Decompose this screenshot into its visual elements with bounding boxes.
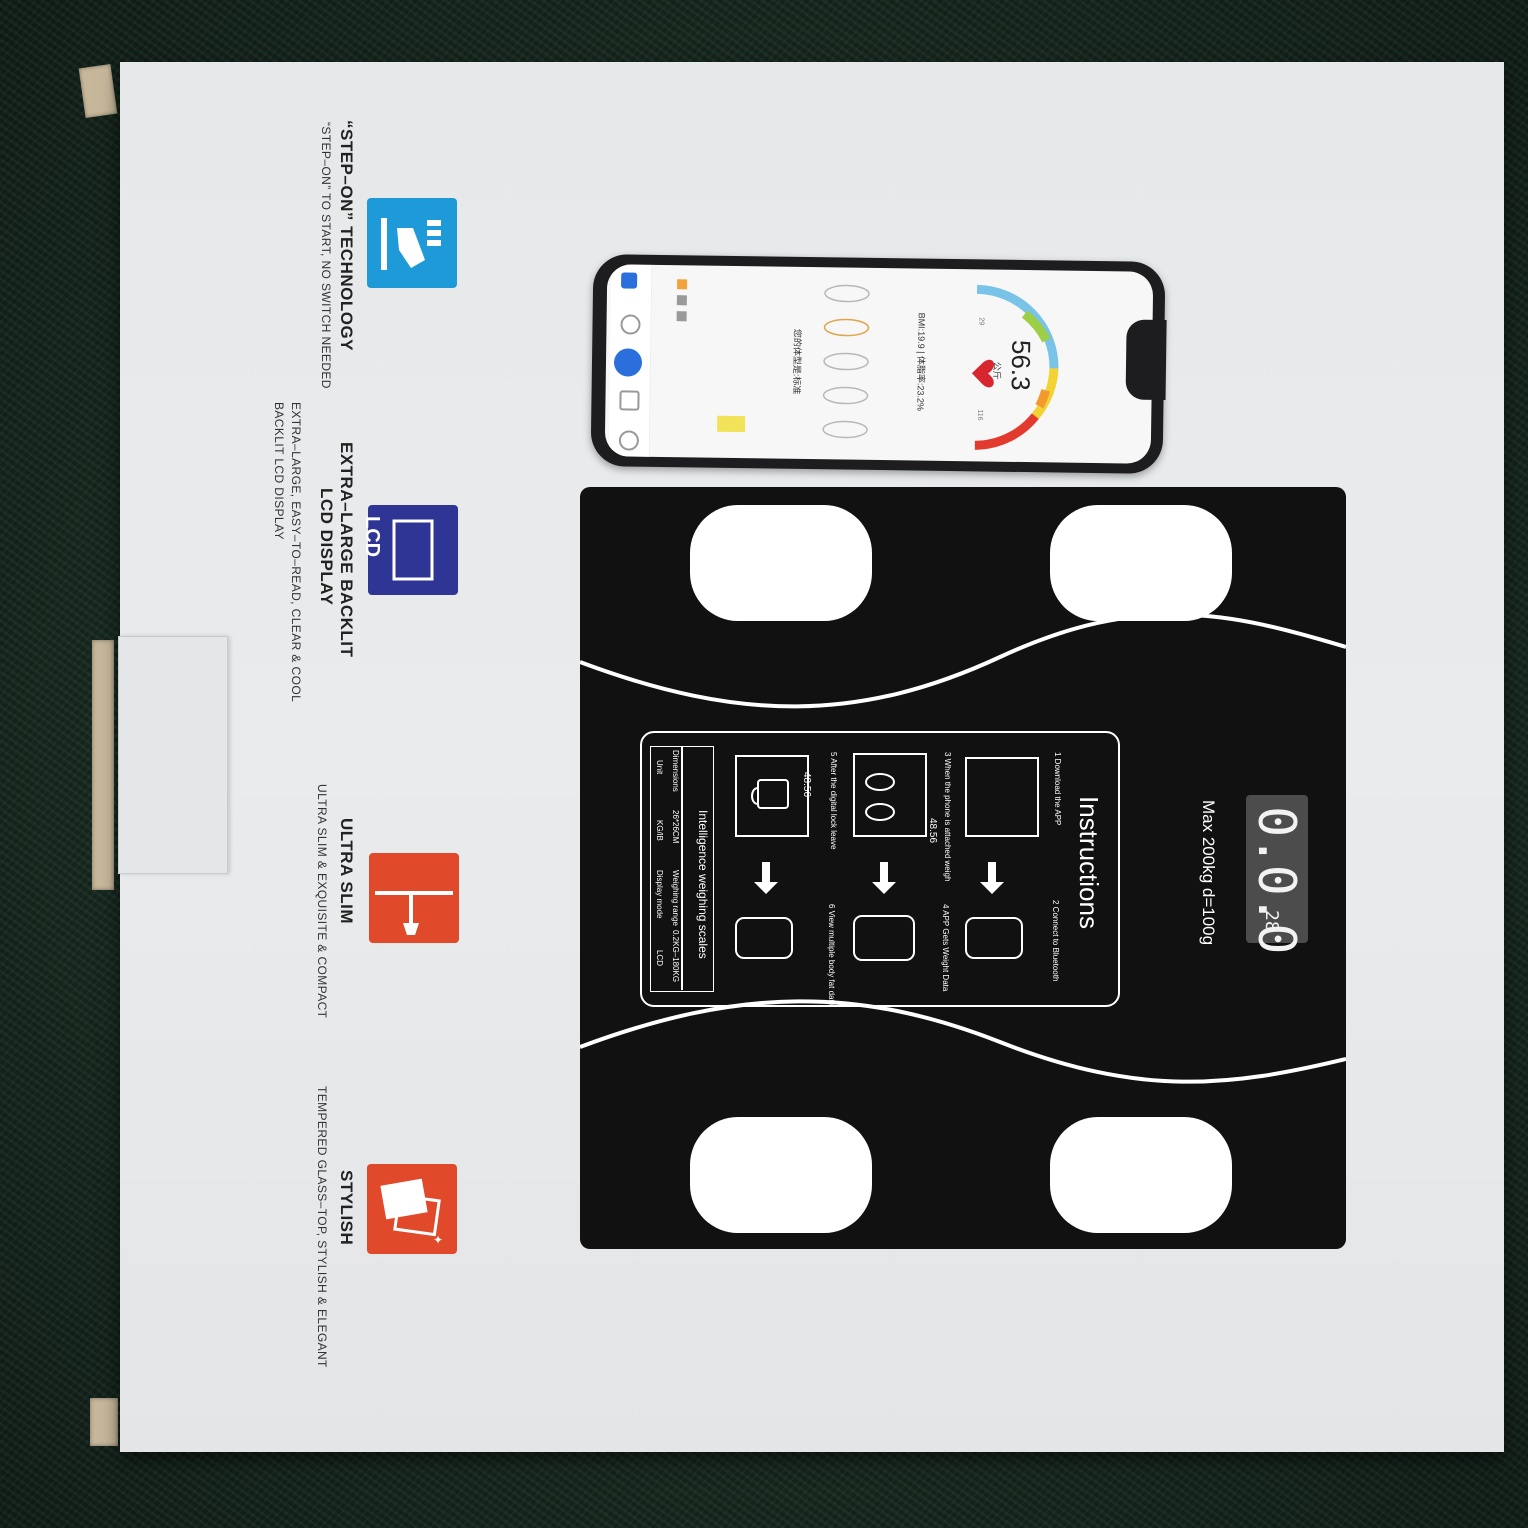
- instruction-panel: [640, 731, 1120, 1007]
- spec-cell: Weighing range: [671, 870, 680, 926]
- feature-title: EXTRA–LARGE BACKLIT: [337, 442, 356, 658]
- electrode-pad-top-right: [1050, 505, 1232, 621]
- scale-lcd-display: [1246, 795, 1308, 943]
- menu-dot: [677, 279, 688, 290]
- menu-dot: [676, 295, 687, 306]
- scale-wave-lines: [580, 612, 1346, 1084]
- weight-gauge: [971, 284, 1059, 450]
- app-nav-bar: [608, 264, 653, 457]
- report-icon: [619, 390, 640, 411]
- feature-lcd-title2-block: LCD DISPLAY: [316, 488, 336, 605]
- lock-icon: [757, 779, 789, 809]
- smartphone: 您的体型是:标准 56.3 公斤 BMI:19.9 | 体脂率:23.2% 29…: [590, 254, 1167, 474]
- spec-cell: LCD: [655, 950, 664, 967]
- scale-capacity: Max 200kg d=100g: [1199, 800, 1218, 946]
- lcd-icon-label: LCD: [361, 516, 383, 558]
- home-icon: [621, 272, 638, 289]
- electrode-pad-bottom-left: [690, 1117, 872, 1233]
- foot-icon: [865, 773, 895, 791]
- app-screen: 您的体型是:标准 56.3 公斤 BMI:19.9 | 体脂率:23.2% 29…: [604, 264, 1154, 464]
- feature-lcd-desc-block: EXTRA–LARGE, EASY–TO–READ, CLEAR & COOL: [288, 402, 304, 702]
- spec-cell: Unit: [655, 760, 664, 775]
- menu-dot: [676, 311, 687, 322]
- profile-icon: [620, 314, 641, 335]
- feature-desc: TEMPERED GLASS–TOP, STYLISH & ELEGANT: [315, 1086, 329, 1368]
- scale-top-view: [580, 487, 1346, 1249]
- step-on-icon: [367, 198, 457, 288]
- spec-cell: 26*26CM: [671, 810, 680, 844]
- spec-cell: KG/lB: [655, 820, 664, 841]
- feature-title: STYLISH: [337, 1170, 356, 1246]
- app-menu-list: [676, 279, 691, 349]
- weight-unit: 公斤: [991, 361, 1003, 380]
- box-flap: [118, 636, 228, 874]
- spec-cell: 0.2KG–180KG: [671, 930, 680, 983]
- feature-slim-desc-block: ULTRA SLIM & EXQUISITE & COMPACT: [314, 784, 330, 1018]
- feature-stylish-title-block: STYLISH: [336, 1170, 356, 1245]
- spec-cell: Display mode: [655, 870, 664, 919]
- tape-middle-left: [92, 640, 114, 890]
- gauge-min-label: 29: [977, 317, 985, 326]
- feature-desc: EXTRA–LARGE, EASY–TO–READ, CLEAR & COOL: [289, 402, 303, 703]
- feature-title: ULTRA SLIM: [337, 818, 356, 925]
- tape-bottom-left: [90, 1398, 118, 1446]
- weight-readout: 56.3: [1005, 339, 1037, 391]
- feature-slim-title-block: ULTRA SLIM: [336, 818, 356, 924]
- instructions-title: Instructions: [1074, 796, 1104, 929]
- bmi-line: BMI:19.9 | 体脂率:23.2%: [915, 312, 927, 412]
- slim-icon: [369, 853, 459, 943]
- phone-notch: [1125, 319, 1167, 401]
- lcd-small-reading: 28: [1261, 910, 1282, 932]
- feature-lcd-title-block: EXTRA–LARGE BACKLIT: [336, 442, 356, 657]
- foot-icon: [865, 803, 895, 821]
- feature-desc: “STEP–ON” TO START, NO SWITCH NEEDED: [319, 122, 333, 389]
- stylish-icon: ✦: [367, 1164, 457, 1254]
- step-readout: 48.56: [927, 818, 938, 844]
- electrode-pad-top-left: [690, 505, 872, 621]
- step-2: 2 Connect to Bluetooth: [1051, 900, 1060, 982]
- me-icon: [618, 430, 640, 451]
- feature-step-on-desc-block: “STEP–ON” TO START, NO SWITCH NEEDED: [318, 122, 334, 389]
- lock-readout: 48.56: [801, 772, 812, 798]
- body-type-figures: [822, 284, 870, 439]
- feature-step-on-title-block: “STEP–ON” TECHNOLOGY: [336, 120, 356, 351]
- spec-table-title: Intelligence weighing scales: [696, 810, 710, 959]
- feature-lcd-desc2-block: BACKLIT LCD DISPLAY: [271, 402, 287, 540]
- feature-desc-line2: BACKLIT LCD DISPLAY: [272, 402, 286, 540]
- step-1: 1 Download the APP: [1053, 752, 1062, 826]
- feature-desc: ULTRA SLIM & EXQUISITE & COMPACT: [315, 784, 329, 1019]
- gauge-max-label: 116: [976, 409, 984, 421]
- feature-stylish-desc-block: TEMPERED GLASS–TOP, STYLISH & ELEGANT: [314, 1086, 330, 1368]
- lcd-icon: [368, 505, 458, 595]
- body-type-label: 您的体型是:标准: [791, 328, 803, 395]
- status-tag: [717, 415, 746, 433]
- svg-text:✦: ✦: [433, 1233, 443, 1247]
- instruction-illustrations: [735, 753, 1039, 961]
- spec-table-divider: [681, 746, 683, 990]
- tape-top-left: [78, 64, 118, 118]
- feature-title-line2: LCD DISPLAY: [317, 488, 336, 606]
- electrode-pad-bottom-right: [1050, 1117, 1232, 1233]
- feature-title: “STEP–ON” TECHNOLOGY: [337, 120, 356, 352]
- weigh-button-icon: [613, 348, 643, 377]
- spec-cell: Dimensions: [671, 750, 680, 792]
